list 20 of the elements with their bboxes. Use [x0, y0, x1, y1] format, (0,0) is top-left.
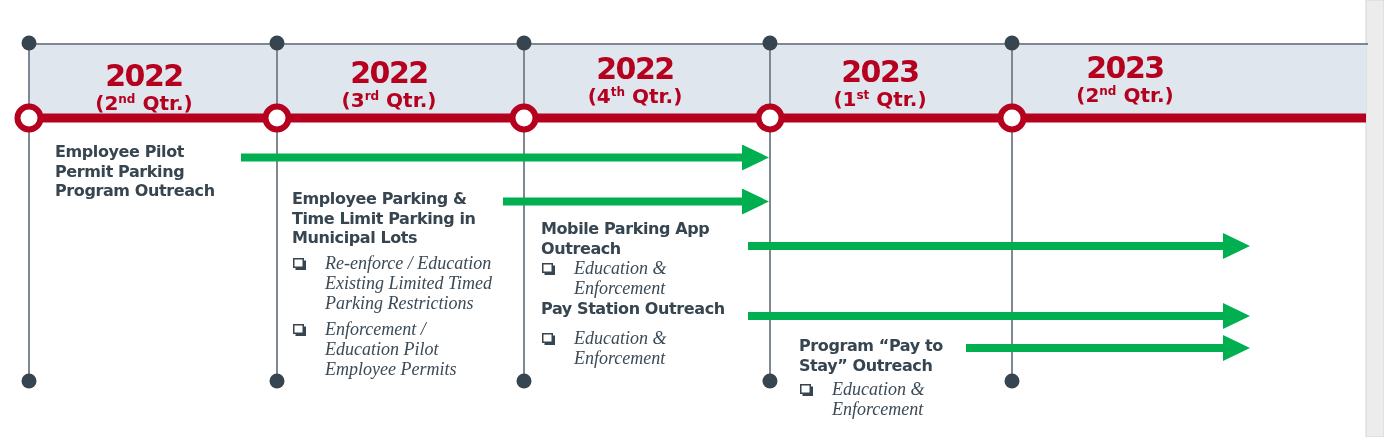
year-label: 2022 [596, 53, 674, 85]
activity-title: Program “Pay to Stay” Outreach [799, 336, 943, 375]
activity-title: Employee Pilot Permit Parking Program Outreach [55, 142, 215, 201]
quarter-label: (1$^{st}$ Qtr.) [833, 88, 927, 110]
quarter-label: (4$^{th}$ Qtr.) [587, 85, 683, 107]
quarter-label: (3$^{rd}$ Qtr.) [341, 89, 437, 111]
year-label: 2022 [350, 57, 428, 89]
activity-title: Mobile Parking App Outreach [541, 219, 710, 258]
year-label: 2022 [105, 60, 183, 92]
year-label: 2023 [1086, 52, 1164, 84]
activity-title: Employee Parking & Time Limit Parking in Municipal Lots [292, 189, 476, 248]
list-item-text: Enforcement / Education Pilot Employee Permits [325, 319, 458, 380]
year-label: 2023 [841, 56, 919, 88]
list-item-text: Education & Enforcement [574, 327, 668, 368]
quarter-label: (2$^{nd}$ Qtr.) [1076, 84, 1174, 106]
quarter-label: (2$^{nd}$ Qtr.) [95, 92, 193, 114]
list-item-text: Education & Enforcement [832, 379, 926, 420]
list-item-text: Education & Enforcement [574, 258, 668, 299]
activity-title: Pay Station Outreach [541, 299, 725, 318]
list-item-text: Re-enforce / Education Existing Limited Timed Parking Restrictions [325, 253, 493, 314]
